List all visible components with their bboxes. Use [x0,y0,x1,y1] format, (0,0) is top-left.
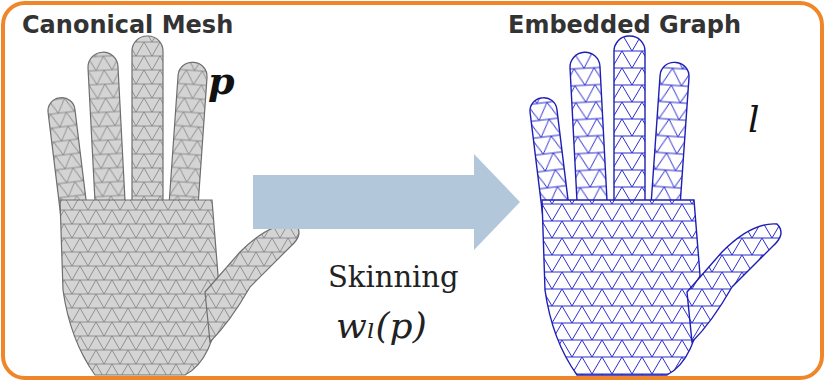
panel-border [3,3,822,378]
arrow-head [474,154,520,250]
arrow-shaft [253,175,474,229]
point-symbol: p [208,60,235,102]
node-symbol: l [748,100,760,140]
block-arrow [253,154,520,250]
edge-label: Skinning [328,262,459,294]
mesh-node: Embedded Graphl [520,8,810,368]
embedded-graph-hand [528,36,781,375]
mesh-heading: Canonical Mesh [22,12,233,38]
graph-heading: Embedded Graph [508,12,741,38]
weight-formula: wₗ(p) [336,306,427,346]
mesh-node: Canonical Mesh p [18,8,253,368]
